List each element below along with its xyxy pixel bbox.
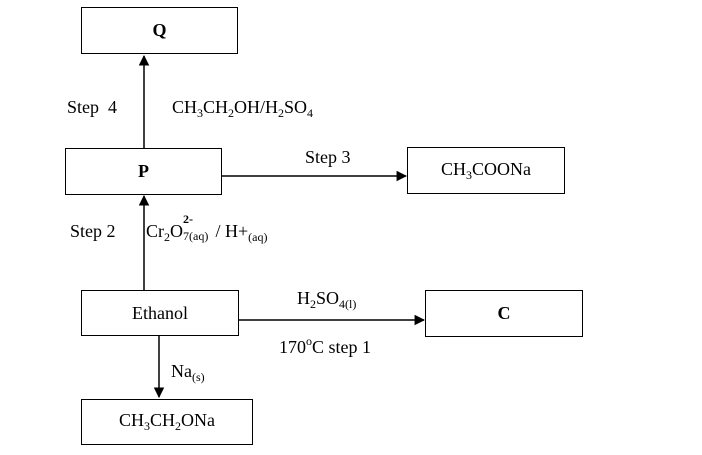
step4-reagent: CH3CH2OH/H2SO4 bbox=[172, 97, 314, 120]
node-ethanol: Ethanol bbox=[81, 290, 239, 336]
node-c-label: C bbox=[497, 303, 511, 323]
node-q-label: Q bbox=[152, 20, 167, 40]
sodium-reagent: Na(s) bbox=[171, 361, 205, 384]
node-c: C bbox=[425, 290, 583, 337]
node-sodium-ethoxide: CH3CH2ONa bbox=[81, 399, 253, 445]
node-p-label: P bbox=[138, 161, 149, 181]
step1-reagent: H2SO4(l) bbox=[297, 288, 357, 311]
step4-label: Step 4 bbox=[67, 97, 118, 117]
step3-label: Step 3 bbox=[305, 147, 351, 167]
node-sodium-ethoxide-label: CH3CH2ONa bbox=[118, 410, 216, 433]
step1-condition: 170oC step 1 bbox=[279, 334, 372, 357]
node-p: P bbox=[65, 148, 222, 195]
step2-label: Step 2 bbox=[70, 221, 116, 241]
node-sodium-acetate: CH3COONa bbox=[407, 147, 565, 194]
node-q: Q bbox=[81, 7, 238, 54]
node-sodium-acetate-label: CH3COONa bbox=[440, 158, 531, 182]
node-ethanol-label: Ethanol bbox=[132, 302, 188, 323]
